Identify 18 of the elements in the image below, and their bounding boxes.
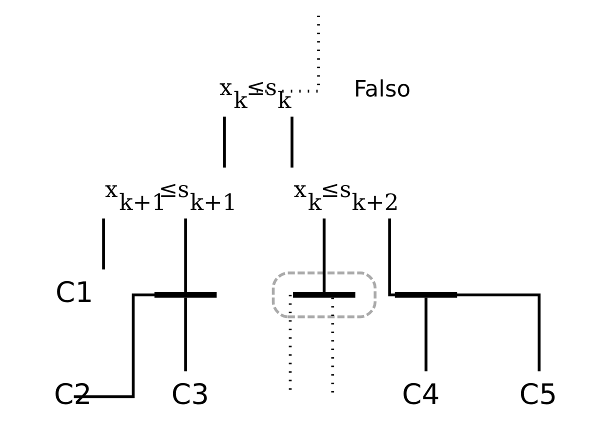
connector xyxy=(290,116,293,168)
connector xyxy=(254,16,320,93)
connector xyxy=(184,218,186,292)
connector xyxy=(184,298,186,372)
node-text: C4 xyxy=(401,378,440,411)
label: Falso xyxy=(353,76,410,103)
connector xyxy=(102,218,104,270)
node-bar xyxy=(154,292,216,298)
node-bar xyxy=(292,292,355,298)
node-text: C2 xyxy=(54,378,92,411)
connector xyxy=(322,218,326,292)
connector xyxy=(73,293,186,398)
node-text: C3 xyxy=(170,378,209,411)
connector xyxy=(424,298,427,372)
node-text: C5 xyxy=(518,378,557,411)
cluster xyxy=(271,272,376,318)
node-text: C1 xyxy=(54,276,93,309)
connector xyxy=(222,116,226,168)
